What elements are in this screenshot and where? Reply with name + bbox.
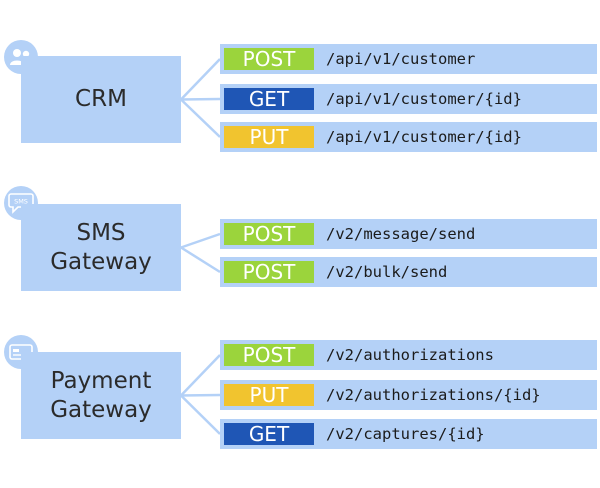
method-badge: POST xyxy=(224,344,314,366)
connector-line xyxy=(180,58,221,101)
service-name-line: Payment xyxy=(50,367,152,394)
connector-line xyxy=(180,354,221,397)
service-name-line: SMS xyxy=(76,219,126,246)
method-badge: PUT xyxy=(224,126,314,148)
connector-line xyxy=(180,98,221,138)
connector-line xyxy=(180,394,221,435)
endpoint-path: /v2/captures/{id} xyxy=(326,425,485,443)
connector-line xyxy=(180,97,221,101)
service-box-payment-gateway: Payment Gateway xyxy=(21,352,181,439)
service-name-line: Gateway xyxy=(50,248,152,275)
service-box-crm: CRM xyxy=(21,56,181,143)
endpoint-path: /api/v1/customer/{id} xyxy=(326,128,522,146)
endpoint-path: /v2/message/send xyxy=(326,225,476,243)
endpoint-row: POST /v2/bulk/send xyxy=(220,257,597,287)
endpoint-row: GET /v2/captures/{id} xyxy=(220,419,597,449)
method-badge: POST xyxy=(224,223,314,245)
service-name-line: CRM xyxy=(75,86,127,112)
connector-line xyxy=(180,246,221,274)
method-badge: GET xyxy=(224,88,314,110)
endpoint-row: GET /api/v1/customer/{id} xyxy=(220,84,597,114)
endpoint-row: POST /api/v1/customer xyxy=(220,44,597,74)
endpoint-path: /api/v1/customer xyxy=(326,50,476,68)
connector-line xyxy=(180,393,221,397)
endpoint-path: /v2/authorizations/{id} xyxy=(326,386,541,404)
method-badge: PUT xyxy=(224,384,314,406)
endpoint-path: /v2/authorizations xyxy=(326,346,494,364)
endpoint-row: POST /v2/authorizations xyxy=(220,340,597,370)
endpoint-row: PUT /v2/authorizations/{id} xyxy=(220,380,597,410)
sms-icon-text: SMS xyxy=(14,198,28,206)
method-badge: POST xyxy=(224,48,314,70)
connector-line xyxy=(180,232,221,249)
service-name-line: Gateway xyxy=(50,396,152,423)
endpoint-path: /v2/bulk/send xyxy=(326,263,448,281)
endpoint-row: PUT /api/v1/customer/{id} xyxy=(220,122,597,152)
method-badge: POST xyxy=(224,261,314,283)
service-box-sms-gateway: SMS Gateway xyxy=(21,204,181,291)
endpoint-path: /api/v1/customer/{id} xyxy=(326,90,522,108)
method-badge: GET xyxy=(224,423,314,445)
endpoint-row: POST /v2/message/send xyxy=(220,219,597,249)
